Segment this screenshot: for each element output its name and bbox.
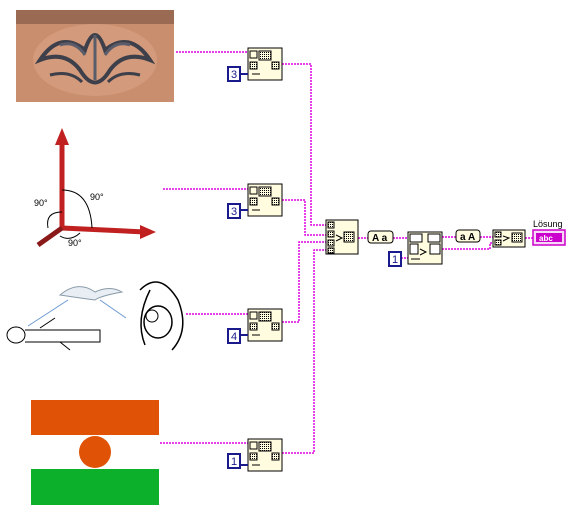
string-subset-node-1[interactable] xyxy=(247,47,283,81)
output-indicator[interactable]: Lösung abc xyxy=(532,219,566,246)
constant-4[interactable]: 1 xyxy=(227,453,248,469)
constant-1[interactable]: 3 xyxy=(227,66,248,82)
angle-label-1: 90° xyxy=(90,192,104,202)
string-subset-node-2[interactable] xyxy=(247,183,283,217)
final-concatenate-node[interactable] xyxy=(492,229,526,248)
output-indicator-label: Lösung xyxy=(533,219,563,229)
constant-1-value: 3 xyxy=(231,69,237,81)
flag-stripe-green xyxy=(31,469,159,505)
constant-3[interactable]: 4 xyxy=(227,328,248,344)
output-indicator-type: abc xyxy=(539,234,553,243)
angle-label-3: 90° xyxy=(68,238,82,248)
flag-stripe-orange xyxy=(31,400,159,435)
search-constant[interactable]: 1 xyxy=(388,251,402,267)
tattoo-photo xyxy=(16,10,174,102)
concatenate-strings-node[interactable] xyxy=(325,219,359,255)
niger-flag xyxy=(31,400,159,505)
axes-diagram: 90° 90° 90° xyxy=(34,128,156,248)
search-replace-node[interactable] xyxy=(407,231,443,265)
constant-2-value: 3 xyxy=(231,206,237,218)
angle-label-2: 90° xyxy=(34,198,48,208)
to-upper-case-label: A a xyxy=(372,233,388,244)
search-constant-value: 1 xyxy=(392,254,398,266)
to-lower-case-label: a A xyxy=(460,232,475,243)
soul-rebirth-diagram xyxy=(6,281,184,351)
constant-2[interactable]: 3 xyxy=(227,203,248,219)
constant-3-value: 4 xyxy=(231,331,237,343)
string-subset-node-4[interactable] xyxy=(247,438,283,472)
wires[interactable] xyxy=(160,51,533,454)
string-subset-node-3[interactable] xyxy=(247,308,283,342)
to-upper-case-node[interactable]: A a xyxy=(367,230,394,244)
constant-4-value: 1 xyxy=(231,456,237,468)
flag-disc xyxy=(79,436,111,468)
to-lower-case-node[interactable]: a A xyxy=(455,229,481,243)
